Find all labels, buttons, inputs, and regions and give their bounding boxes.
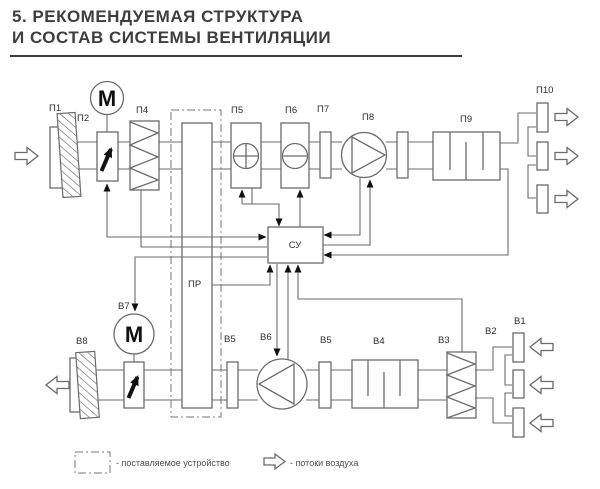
component-labels: П1 П2 П4 П5 П6 П7 П8 П9 П10 ПР СУ В1 В2 … [49, 85, 553, 347]
supply-grille-1 [536, 102, 549, 133]
label-p1: П1 [49, 103, 61, 114]
label-b6: В6 [260, 332, 272, 343]
exhaust-flex-connector-b5a [226, 361, 239, 409]
page-title: 5. РЕКОМЕНДУЕМАЯ СТРУКТУРА И СОСТАВ СИСТ… [12, 6, 331, 48]
label-p2: П2 [77, 113, 89, 124]
wire-b3-su [294, 264, 463, 352]
wire-p2-su [103, 183, 267, 241]
label-p6: П6 [285, 105, 297, 116]
supply-branch-lines [500, 112, 536, 199]
label-b5a: В5 [224, 334, 236, 345]
recovery-unit-body [181, 122, 213, 409]
air-out-arrow-3 [554, 189, 580, 209]
label-b4: В4 [373, 336, 385, 347]
motor-letter: M [125, 322, 143, 347]
supply-valve-p2: M [89, 80, 125, 182]
silencer-baffles [367, 360, 401, 408]
supply-grille-p1 [49, 111, 82, 199]
exhaust-grille-1 [512, 332, 525, 363]
grille-louvre [75, 350, 100, 420]
filter-zigzag-icon [445, 352, 477, 419]
exhaust-silencer-b4 [351, 359, 419, 409]
supply-grille-2 [536, 141, 549, 171]
air-in-arrow-1 [528, 337, 554, 357]
exhaust-duct-lines [95, 369, 447, 401]
fan-circle [256, 358, 308, 410]
wire-p4-su [140, 190, 267, 248]
supply-distributors-p10 [500, 102, 580, 214]
supply-flex-connector-2 [396, 131, 409, 179]
wire-p8-su [323, 178, 361, 239]
grille-louvre [56, 111, 82, 199]
exhaust-grille-2 [512, 369, 525, 399]
label-b3: В3 [438, 335, 450, 346]
wire-su-b7 [131, 256, 267, 312]
valve-arrow-icon [126, 375, 140, 399]
label-b1: В1 [514, 316, 526, 327]
label-b7: В7 [118, 301, 130, 312]
title-line-1: 5. РЕКОМЕНДУЕМАЯ СТРУКТУРА [12, 7, 304, 26]
silencer-body [351, 359, 419, 409]
exhaust-branch-lines [475, 346, 512, 424]
label-p9: П9 [460, 114, 472, 125]
label-pr: ПР [188, 279, 201, 290]
wire-pr-su [212, 264, 274, 286]
control-unit-su [267, 226, 324, 264]
exhaust-fan-b6 [256, 358, 308, 410]
silencer-baffles [449, 132, 484, 180]
wire-p5-su [242, 203, 283, 227]
air-inflow-arrow [14, 146, 40, 166]
plus-icon [233, 143, 259, 169]
label-b5b: В5 [320, 335, 332, 346]
legend-supplied-device-box [74, 451, 111, 474]
exhaust-intakes-b1-b2 [475, 332, 554, 438]
label-su: СУ [289, 240, 303, 251]
legend: - поставляемое устройство - потоки возду… [74, 451, 358, 474]
label-p7: П7 [317, 104, 329, 115]
air-outflow-arrow [44, 375, 70, 395]
supply-grille-3 [536, 184, 549, 214]
title-line-2: И СОСТАВ СИСТЕМЫ ВЕНТИЛЯЦИИ [12, 28, 332, 47]
label-p4: П4 [136, 105, 148, 116]
air-out-arrow-1 [554, 107, 580, 127]
label-b8: В8 [76, 336, 88, 347]
title-underline [10, 55, 462, 57]
supply-filter-p4 [128, 120, 160, 191]
legend-airflow-label: - потоки воздуха [290, 458, 358, 468]
wire-p9-sensor-su [323, 168, 509, 259]
label-p8: П8 [362, 112, 374, 123]
exhaust-grille-b8 [44, 350, 100, 420]
control-unit-body [267, 226, 324, 264]
exhaust-valve-b7: M [113, 313, 155, 409]
supply-heater-p5 [230, 122, 262, 189]
label-b2: В2 [485, 326, 497, 337]
filter-zigzag-icon [128, 121, 160, 191]
air-out-arrow-2 [554, 146, 580, 166]
supply-silencer-p9 [432, 131, 501, 181]
air-in-arrow-2 [528, 375, 554, 395]
wire-su-p8 [323, 179, 374, 246]
motor-letter: M [98, 86, 116, 111]
supplied-device-boundary [170, 109, 222, 418]
exhaust-filter-b3 [445, 351, 477, 419]
legend-airflow-arrow-icon [263, 452, 287, 471]
cooler-circle [281, 142, 309, 170]
exhaust-grille-3 [512, 407, 525, 438]
exhaust-flex-connector-b5b [318, 361, 332, 409]
heat-recovery-unit-pr [170, 109, 222, 418]
supply-cooler-p6 [280, 122, 310, 189]
fan-triangle-icon [351, 135, 387, 175]
valve-arrow-icon [99, 147, 113, 172]
label-p10: П10 [536, 85, 553, 96]
fan-triangle-icon [257, 362, 295, 406]
control-wiring [103, 168, 509, 360]
fan-circle [340, 131, 388, 179]
label-p5: П5 [231, 105, 243, 116]
supply-flex-connector-p7 [319, 131, 332, 179]
supply-fan-p8 [340, 131, 388, 179]
air-in-arrow-3 [528, 413, 554, 433]
legend-supplied-device-label: - поставляемое устройство [116, 458, 230, 468]
